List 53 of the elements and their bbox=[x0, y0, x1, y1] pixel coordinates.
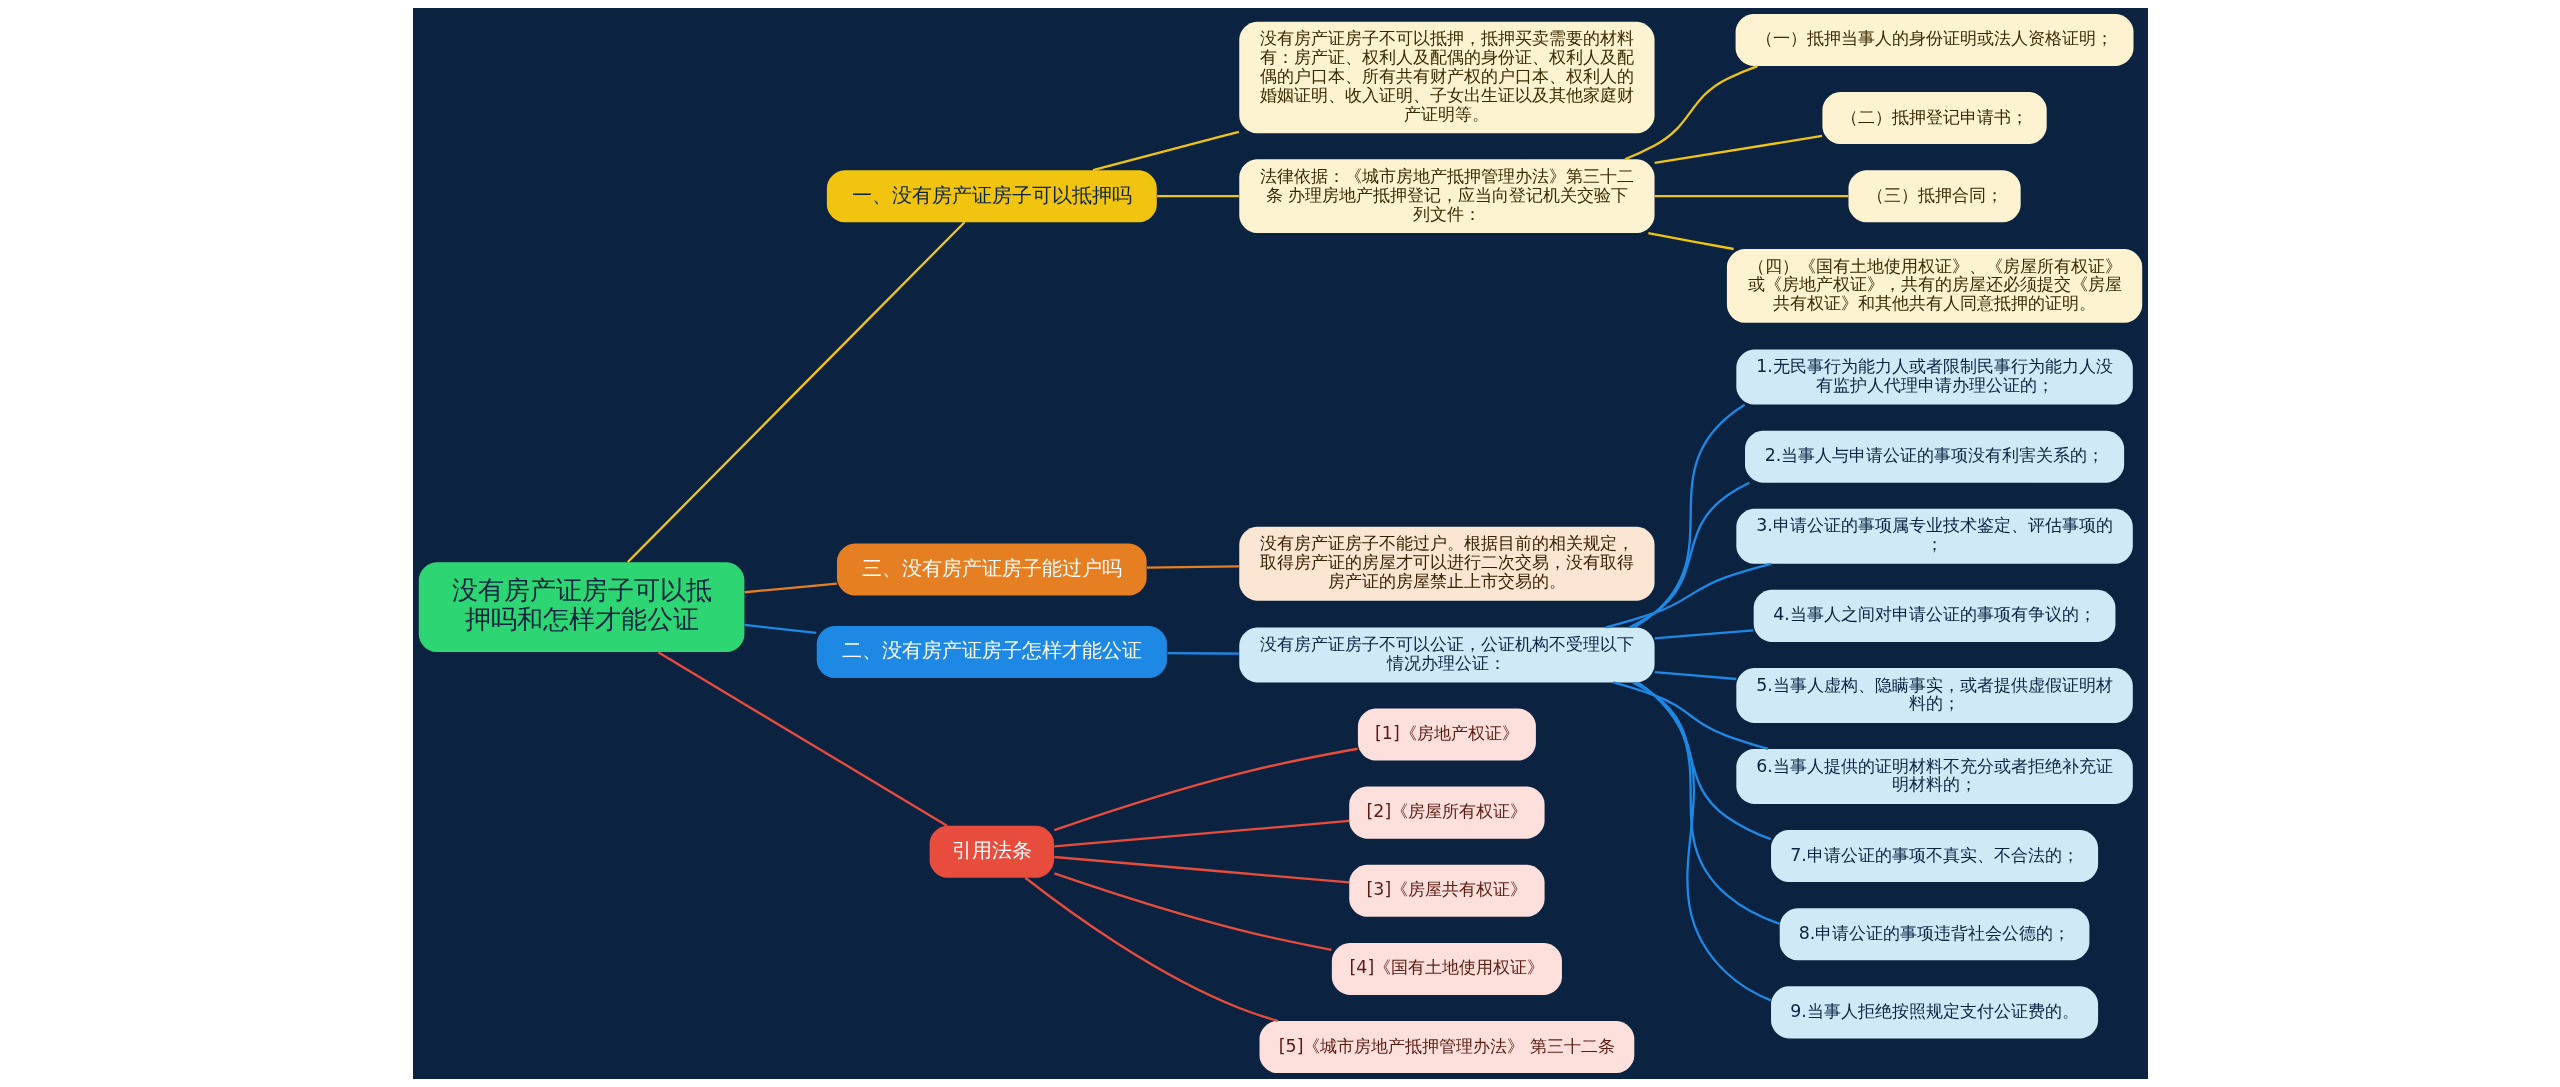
node-box: [1]《房地产权证》 bbox=[1357, 708, 1536, 761]
connector bbox=[1631, 681, 1771, 841]
node-box: 3.申请公证的事项属专业技术鉴定、评估事项的； bbox=[1735, 508, 2133, 564]
connector bbox=[1612, 681, 1768, 751]
connector bbox=[1633, 403, 1745, 629]
node-box: （二）抵押登记申请书； bbox=[1821, 92, 2047, 145]
connector bbox=[1024, 876, 1278, 1023]
node-box: （一）抵押当事人的身份证明或法人资格证明； bbox=[1735, 13, 2134, 66]
connector bbox=[1624, 64, 1758, 161]
connector bbox=[1654, 195, 1848, 198]
node-box: 6.当事人提供的证明材料不充分或者拒绝补充证明材料的； bbox=[1735, 749, 2133, 804]
node-box: [2]《房屋所有权证》 bbox=[1348, 786, 1545, 839]
connector bbox=[1166, 652, 1239, 655]
node-box: [3]《房屋共有权证》 bbox=[1348, 864, 1545, 917]
node-box: [5]《城市房地产抵押管理办法》 第三十二条 bbox=[1259, 1021, 1634, 1074]
connector bbox=[1654, 671, 1736, 681]
connector bbox=[1092, 130, 1239, 172]
node-box: 1.无民事行为能力人或者限制民事行为能力人没有监护人代理申请办理公证的； bbox=[1735, 349, 2133, 405]
node-box: 没有房产证房子不能过户。根据目前的相关规定，取得房产证的房屋才可以进行二次交易，没有取得房产证的房屋禁止上市交易的。 bbox=[1238, 526, 1655, 601]
connector bbox=[1654, 629, 1754, 640]
node-box: 没有房产证房子可以抵押吗和怎样才能公证 bbox=[418, 562, 744, 653]
node-box: 法律依据：《城市房地产抵押管理办法》第三十二条 办理房地产抵押登记，应当向登记机关交验下列文件： bbox=[1238, 159, 1655, 234]
node-box: [4]《国有土地使用权证》 bbox=[1331, 942, 1562, 995]
connector bbox=[657, 651, 948, 827]
connector bbox=[626, 221, 965, 563]
connector bbox=[743, 623, 816, 634]
node-box: 引用法条 bbox=[929, 825, 1054, 878]
node-box: 5.当事人虚构、隐瞒事实，或者提供虚假证明材料的； bbox=[1735, 667, 2133, 723]
node-box: 8.申请公证的事项违背社会公德的； bbox=[1779, 908, 2089, 961]
connector bbox=[1053, 747, 1358, 832]
node-box: 三、没有房产证房子能过户吗 bbox=[836, 543, 1147, 596]
node-box: （三）抵押合同； bbox=[1847, 170, 2021, 223]
connector bbox=[1053, 819, 1349, 848]
node-box: 没有房产证房子不可以抵押，抵押买卖需要的材料有：房产证、权利人及配偶的身份证、权利人及配偶的户口本、所有共有财产权的户口本、权利人的婚姻证明、收入证明、子女出生证以及其他家庭财产证明等。 bbox=[1238, 21, 1655, 134]
connector bbox=[1053, 872, 1332, 951]
connector bbox=[1647, 232, 1734, 251]
connector bbox=[744, 582, 837, 594]
node-box: 7.申请公证的事项不真实、不合法的； bbox=[1770, 830, 2098, 883]
node-box: 没有房产证房子不可以公证，公证机构不受理以下情况办理公证： bbox=[1238, 627, 1655, 683]
node-box: 9.当事人拒绝按照规定支付公证费的。 bbox=[1770, 986, 2098, 1039]
connector bbox=[1653, 134, 1822, 165]
connector bbox=[1635, 681, 1780, 925]
connector bbox=[1156, 195, 1239, 198]
node-box: 二、没有房产证房子怎样才能公证 bbox=[816, 626, 1167, 679]
node-box: 2.当事人与申请公证的事项没有利害关系的； bbox=[1744, 430, 2124, 483]
connector bbox=[1146, 565, 1239, 569]
node-box: 4.当事人之间对申请公证的事项有争议的； bbox=[1753, 589, 2115, 642]
connector bbox=[1637, 681, 1771, 1002]
connector bbox=[1605, 562, 1771, 629]
connector bbox=[1053, 855, 1349, 884]
connector bbox=[1628, 481, 1750, 629]
node-box: 一、没有房产证房子可以抵押吗 bbox=[826, 170, 1157, 223]
node-box: （四）《国有土地使用权证》、《房屋所有权证》或《房地产权证》，共有的房屋还必须提交《房屋共有权证》和其他共有人同意抵押的证明。 bbox=[1726, 249, 2142, 323]
